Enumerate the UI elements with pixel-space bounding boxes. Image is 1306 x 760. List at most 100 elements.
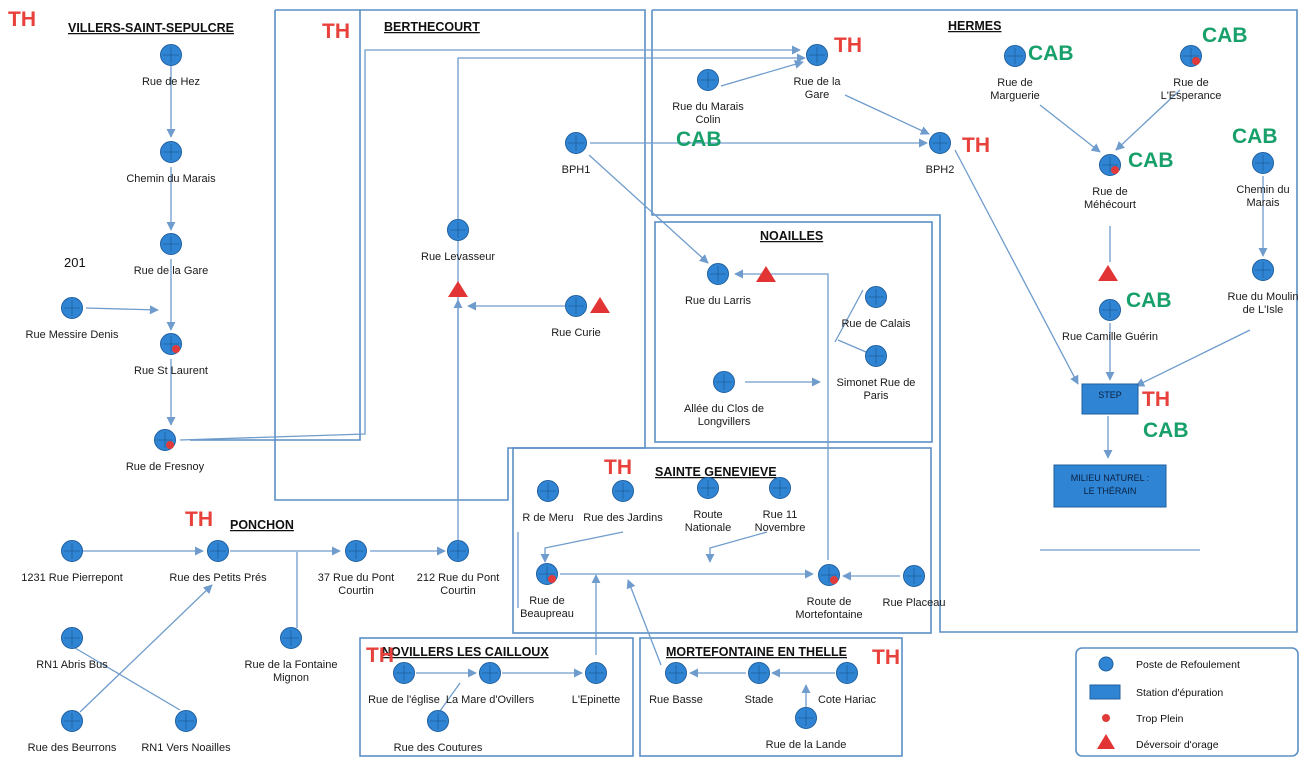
station-label: Allée du Clos de xyxy=(684,403,764,415)
pumping-station-rn1-vers-noailles: RN1 Vers Noailles xyxy=(141,710,231,754)
station-label: Chemin du Marais xyxy=(126,173,216,185)
cab-annotation: CAB xyxy=(1128,149,1174,172)
station-label: Marais xyxy=(1246,197,1280,209)
station-label: Rue de xyxy=(529,595,564,607)
legend-deversoir-icon xyxy=(1097,734,1115,749)
station-label: Rue de l'église xyxy=(368,694,440,706)
frame-sainte-genevieve xyxy=(512,447,932,634)
frame-mortefontaine xyxy=(639,637,903,757)
th-annotation: TH xyxy=(366,644,394,667)
station-label: L'Epinette xyxy=(572,694,621,706)
station-label: Rue 11 xyxy=(763,509,798,521)
pumping-station-rue-st-laurent: Rue St Laurent xyxy=(134,333,208,377)
trop-plein-dot-icon xyxy=(1111,166,1119,174)
pumping-station-la-mare-dovillers: La Mare d'Ovillers xyxy=(446,662,535,706)
pumping-station-rue-basse: Rue Basse xyxy=(649,662,703,706)
pumping-station-rue-de-hez: Rue de Hez xyxy=(142,44,200,88)
pumping-station-rue-de-calais: Rue de Calais xyxy=(841,286,911,330)
pumping-station-rue-de-leglise: Rue de l'église xyxy=(368,662,440,706)
station-label: Mignon xyxy=(273,672,309,684)
pumping-station-rue-messire-denis: Rue Messire Denis xyxy=(26,297,119,341)
station-label: Rue du Marais xyxy=(672,101,744,113)
pumping-station-rue-curie: Rue Curie xyxy=(551,295,601,339)
station-label: Rue de la xyxy=(793,76,841,88)
station-label: 212 Rue du Pont xyxy=(417,572,500,584)
cab-annotation: CAB xyxy=(1143,419,1189,442)
station-label: Méhécourt xyxy=(1084,199,1136,211)
zone-title-villers: VILLERS-SAINT-SEPULCRE xyxy=(68,21,234,35)
zone-frames xyxy=(190,9,1299,757)
station-label: Rue Levasseur xyxy=(421,251,495,263)
cab-annotation: CAB xyxy=(1126,289,1172,312)
zone-title-noailles: NOAILLES xyxy=(760,229,823,243)
station-label: Chemin du xyxy=(1236,184,1289,196)
station-label: Courtin xyxy=(338,585,373,597)
pumping-station-lepinette: L'Epinette xyxy=(572,662,621,706)
station-label: Colin xyxy=(695,114,720,126)
cab-annotation: CAB xyxy=(1232,125,1278,148)
station-label: RN1 Vers Noailles xyxy=(141,742,231,754)
station-label: BPH2 xyxy=(926,164,955,176)
station-label: Rue de xyxy=(997,77,1032,89)
th-annotation: TH xyxy=(872,646,900,669)
pumping-station-rue-du-larris: Rue du Larris xyxy=(685,263,752,307)
milieu-naturel-line2: LE THÉRAIN xyxy=(1084,486,1137,496)
station-label: Paris xyxy=(863,390,889,402)
th-annotation: TH xyxy=(322,20,350,43)
station-label: Rue de xyxy=(1173,77,1208,89)
pumping-station-rue-des-coutures: Rue des Coutures xyxy=(394,710,483,754)
pumping-station-rue-des-beurrons: Rue des Beurrons xyxy=(28,710,117,754)
station-label: Rue des Coutures xyxy=(394,742,483,754)
pumping-station-rue-1231: 1231 Rue Pierrepont xyxy=(21,540,123,584)
handwritten-annotations: TH TH TH TH TH TH TH TH TH CAB CAB CAB C… xyxy=(8,8,1278,669)
pumping-station-rue-de-la-lande: Rue de la Lande xyxy=(766,707,846,751)
pumping-station-stade: Stade xyxy=(745,662,774,706)
th-annotation: TH xyxy=(604,456,632,479)
cab-annotation: CAB xyxy=(676,128,722,151)
th-annotation: TH xyxy=(834,34,862,57)
station-label: Route xyxy=(693,509,722,521)
pumping-station-rue-de-fresnoy: Rue de Fresnoy xyxy=(126,429,205,473)
station-label: Rue Messire Denis xyxy=(26,329,119,341)
deversoir-triangle xyxy=(448,281,468,297)
zone-title-ponchon: PONCHON xyxy=(230,518,294,532)
pumping-station-rue-levasseur: Rue Levasseur xyxy=(421,219,495,263)
trop-plein-dot-icon xyxy=(830,576,838,584)
zone-title-berthecourt: BERTHECOURT xyxy=(384,20,480,34)
legend-trop-plein-icon xyxy=(1102,714,1110,722)
station-label: Rue Curie xyxy=(551,327,601,339)
legend-poste-icon xyxy=(1098,656,1114,672)
th-annotation: TH xyxy=(962,134,990,157)
frame-hermes xyxy=(651,9,1298,633)
pumping-station-rue-des-jardins: Rue des Jardins xyxy=(583,480,663,524)
milieu-naturel-box xyxy=(1053,464,1167,508)
deversoir-triangle xyxy=(590,297,610,313)
station-label: Rue de la Gare xyxy=(134,265,209,277)
station-label: Rue de la Fontaine xyxy=(245,659,338,671)
station-label: La Mare d'Ovillers xyxy=(446,694,535,706)
station-label: Stade xyxy=(745,694,774,706)
station-label: Rue de Calais xyxy=(841,318,911,330)
station-label: Novembre xyxy=(755,522,806,534)
pumping-station-rue-placeau: Rue Placeau xyxy=(883,565,946,609)
deversoirs xyxy=(448,265,1118,313)
frame-berthecourt xyxy=(274,9,646,501)
station-label: RN1 Abris Bus xyxy=(36,659,108,671)
zone-title-novillers: NOVILLERS LES CAILLOUX xyxy=(382,645,549,659)
milieu-naturel-line1: MILIEU NATUREL : xyxy=(1071,473,1150,483)
station-label: Rue du Moulin xyxy=(1228,291,1299,303)
pumping-station-cote-hariac: Cote Hariac xyxy=(818,662,877,706)
